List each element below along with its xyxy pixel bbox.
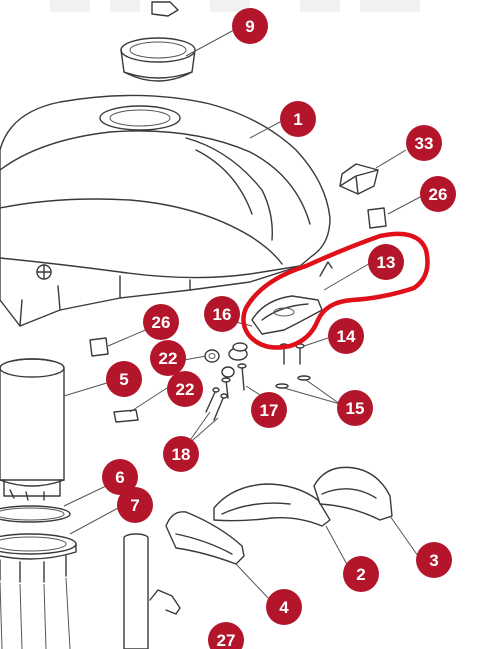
callout-26: 26 [420, 176, 456, 212]
callout-label: 13 [377, 253, 396, 272]
callout-badge-circle [208, 622, 244, 649]
callout-16: 16 [204, 296, 240, 332]
callout-badge-circle [117, 487, 153, 523]
callout-label: 26 [152, 313, 171, 332]
part-27-fuel-hose [123, 533, 181, 649]
part-5-fuel-pump [0, 358, 65, 501]
callout-label: 26 [429, 185, 448, 204]
callout-badges: 9 1 33 26 13 16 26 14 22 5 22 17 15 18 67 2 3 4 27 [102, 8, 456, 649]
callout-14: 14 [328, 318, 364, 354]
callout-18: 18 [163, 436, 199, 472]
part-9-filler-ring [120, 1, 196, 82]
part-16-grommet [228, 342, 248, 361]
callout-label: 4 [279, 598, 289, 617]
callout-badge-circle [266, 589, 302, 625]
callout-badge-circle [343, 556, 379, 592]
callout-badge-circle [102, 459, 138, 495]
callout-label: 7 [130, 496, 139, 515]
callout-badge-circle [163, 436, 199, 472]
callout-label: 18 [172, 445, 191, 464]
leader-lines [63, 29, 423, 601]
callout-label: 27 [217, 631, 236, 649]
callout-1: 1 [280, 101, 316, 137]
callout-9: 9 [232, 8, 268, 44]
callout-label: 2 [356, 565, 365, 584]
callout-label: 5 [119, 370, 128, 389]
part-17-bolts [221, 363, 247, 399]
callout-5: 5 [106, 361, 142, 397]
callout-badge-circle [251, 392, 287, 428]
part-15-washers [275, 375, 311, 389]
callout-badge-circle [406, 125, 442, 161]
part-2-side-cover [213, 483, 331, 527]
callout-badge-circle [143, 304, 179, 340]
callout-badge-circle [232, 8, 268, 44]
callout-label: 33 [415, 134, 434, 153]
callout-label: 9 [245, 17, 254, 36]
callout-badge-circle [420, 176, 456, 212]
callout-badge-circle [106, 361, 142, 397]
callout-label: 22 [159, 349, 178, 368]
callout-badge-circle [328, 318, 364, 354]
part-3-cover [313, 466, 393, 521]
callout-13: 13 [368, 244, 404, 280]
callout-label: 15 [346, 399, 365, 418]
callout-15: 15 [337, 390, 373, 426]
callout-33: 33 [406, 125, 442, 161]
part-13-bracket [251, 261, 333, 335]
part-18-screws [205, 387, 228, 421]
part-7-flange [0, 533, 77, 649]
callout-badge-circle [337, 390, 373, 426]
callout-4: 4 [266, 589, 302, 625]
callout-22: 22 [150, 340, 186, 376]
part-1-fuel-tank [0, 94, 331, 327]
part-26-pad-upper [367, 207, 387, 229]
part-26-pad-lower [89, 337, 109, 357]
callout-26: 26 [143, 304, 179, 340]
callout-17: 17 [251, 392, 287, 428]
watermark [0, 0, 504, 16]
callout-badge-circle [368, 244, 404, 280]
callout-label: 22 [176, 380, 195, 399]
part-33-block [339, 163, 379, 195]
callout-badge-circle [204, 296, 240, 332]
callout-2: 2 [343, 556, 379, 592]
callout-22: 22 [167, 371, 203, 407]
callout-badge-circle [280, 101, 316, 137]
callout-6: 6 [102, 459, 138, 495]
callout-badge-circle [416, 542, 452, 578]
callout-label: 17 [260, 401, 279, 420]
callout-label: 14 [337, 327, 356, 346]
part-small-pad [113, 409, 139, 423]
callout-badge-circle [150, 340, 186, 376]
callout-label: 3 [429, 551, 438, 570]
highlight-outline-13 [241, 231, 430, 350]
callout-3: 3 [416, 542, 452, 578]
callout-27: 27 [208, 622, 244, 649]
callout-badge-circle [167, 371, 203, 407]
callout-label: 6 [115, 468, 124, 487]
callout-label: 16 [213, 305, 232, 324]
callout-7: 7 [117, 487, 153, 523]
part-22-mounts [204, 349, 235, 378]
callout-label: 1 [293, 110, 302, 129]
part-4-cover [165, 511, 245, 565]
part-6-gasket [0, 505, 71, 523]
